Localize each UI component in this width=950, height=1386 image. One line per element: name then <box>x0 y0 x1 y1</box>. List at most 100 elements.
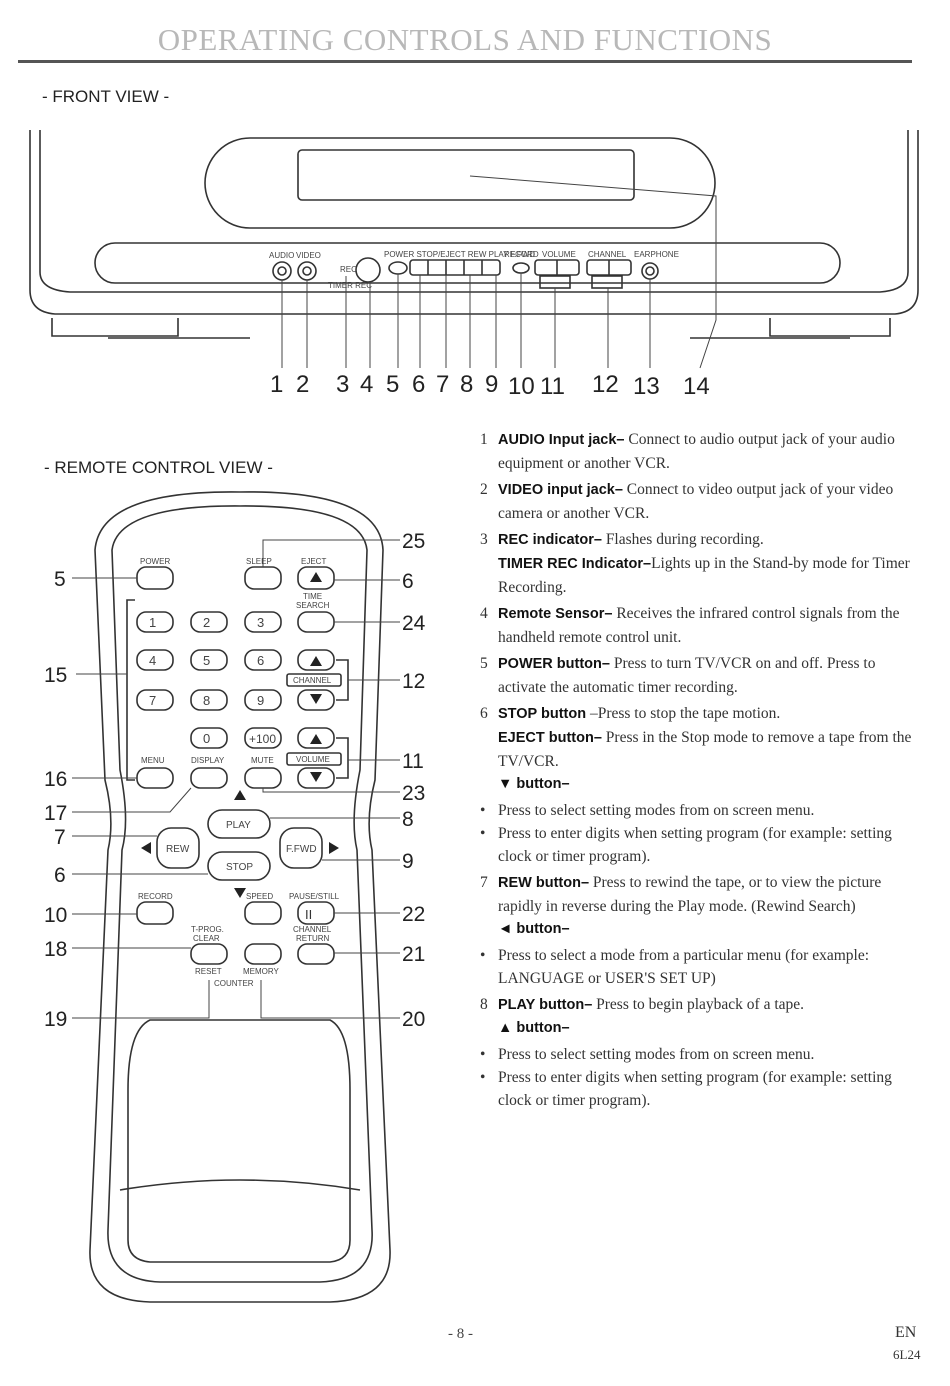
remote-stop-label: STOP <box>226 862 253 873</box>
remote-search-label: SEARCH <box>296 601 330 610</box>
callout-16: 16 <box>44 768 67 791</box>
callout-15: 15 <box>44 664 67 687</box>
page-number: - 8 - <box>448 1326 473 1342</box>
front-number-13: 13 <box>633 373 660 400</box>
front-number-9: 9 <box>485 371 498 398</box>
front-number-6: 6 <box>412 371 425 398</box>
remote-sleep-label: SLEEP <box>246 557 272 566</box>
callout-22: 22 <box>402 903 425 926</box>
remote-display-label: DISPLAY <box>191 756 225 765</box>
callout-10: 10 <box>44 904 67 927</box>
left-button-heading: ◄ button– <box>498 921 570 937</box>
front-number-7: 7 <box>436 371 449 398</box>
callout-19: 19 <box>44 1008 67 1031</box>
remote-ffwd-label: F.FWD <box>286 844 317 855</box>
remote-record-label: RECORD <box>138 892 173 901</box>
front-audio-label: AUDIO <box>269 251 294 260</box>
up-bullet-2: Press to enter digits when setting progr… <box>480 1066 920 1112</box>
remote-clear-label: CLEAR <box>193 934 220 943</box>
callout-9: 9 <box>402 850 414 873</box>
callout-11: 11 <box>402 750 424 773</box>
remote-digit-6: 6 <box>257 653 264 668</box>
front-view-heading: - FRONT VIEW - <box>42 87 170 106</box>
remote-rew-label: REW <box>166 844 190 855</box>
model-code: 6L24 <box>893 1347 921 1362</box>
remote-power-label: POWER <box>140 557 170 566</box>
remote-digit-2: 2 <box>203 615 210 630</box>
callout-17: 17 <box>44 802 67 825</box>
down-button-heading: ▼ button– <box>498 776 570 792</box>
callout-12: 12 <box>402 670 425 693</box>
front-volume-label: VOLUME <box>542 250 576 259</box>
remote-menu-label: MENU <box>141 756 165 765</box>
callout-5: 5 <box>54 568 66 591</box>
callout-6-left: 6 <box>54 864 66 887</box>
front-number-11: 11 <box>540 373 565 400</box>
remote-digit-5: 5 <box>203 653 210 668</box>
remote-time-label: TIME <box>303 592 322 601</box>
down-bullet-2: Press to enter digits when setting progr… <box>480 822 920 868</box>
up-button-heading: ▲ button– <box>498 1020 570 1036</box>
callout-18: 18 <box>44 938 67 961</box>
front-number-8: 8 <box>460 371 473 398</box>
remote-memory-label: MEMORY <box>243 967 280 976</box>
callout-21: 21 <box>402 943 425 966</box>
title-rule <box>18 60 912 63</box>
page-title: OPERATING CONTROLS AND FUNCTIONS <box>157 22 773 57</box>
front-rec-label: REC <box>340 265 357 274</box>
front-record-label: RECORD <box>504 250 539 259</box>
remote-channel-label: CHANNEL <box>293 676 332 685</box>
remote-pause-still-label: PAUSE/STILL <box>289 892 340 901</box>
callout-20: 20 <box>402 1008 425 1031</box>
remote-mute-label: MUTE <box>251 756 274 765</box>
remote-digit-0: 0 <box>203 731 210 746</box>
callout-8: 8 <box>402 808 414 831</box>
callout-25: 25 <box>402 530 425 553</box>
front-number-3: 3 <box>336 371 349 398</box>
remote-digit-4: 4 <box>149 653 156 668</box>
remote-digit-3: 3 <box>257 615 264 630</box>
front-video-label: VIDEO <box>296 251 321 260</box>
remote-digit-8: 8 <box>203 693 210 708</box>
front-number-1: 1 <box>270 371 283 398</box>
front-panel-button-labels: POWER STOP/EJECT REW PLAY F.FWD <box>384 250 535 259</box>
front-earphone-label: EARPHONE <box>634 250 679 259</box>
front-number-14: 14 <box>683 373 710 400</box>
up-bullet-1: Press to select setting modes from on sc… <box>480 1043 920 1066</box>
remote-reset-label: RESET <box>195 967 222 976</box>
callout-24: 24 <box>402 612 426 635</box>
front-view-diagram: AUDIO VIDEO REC TIMER REC POWER STOP/EJE… <box>29 130 919 400</box>
callout-23: 23 <box>402 782 425 805</box>
callout-6-right: 6 <box>402 570 414 593</box>
remote-channel-return-label-1: CHANNEL <box>293 925 332 934</box>
remote-volume-label: VOLUME <box>296 755 330 764</box>
remote-speed-label: SPEED <box>246 892 273 901</box>
remote-digit-9: 9 <box>257 693 264 708</box>
front-timer-rec-label: TIMER REC <box>328 281 372 290</box>
front-number-10: 10 <box>508 373 535 400</box>
remote-digit-7: 7 <box>149 693 156 708</box>
front-number-5: 5 <box>386 371 399 398</box>
remote-digit-1: 1 <box>149 615 156 630</box>
front-number-4: 4 <box>360 371 373 398</box>
remote-counter-label: COUNTER <box>214 979 254 988</box>
remote-channel-return-label-2: RETURN <box>296 934 330 943</box>
front-channel-label: CHANNEL <box>588 250 627 259</box>
remote-view-heading: - REMOTE CONTROL VIEW - <box>44 458 273 477</box>
remote-play-label: PLAY <box>226 820 251 831</box>
remote-plus100-label: +100 <box>249 732 276 746</box>
down-bullet-1: Press to select setting modes from on sc… <box>480 799 920 822</box>
front-number-2: 2 <box>296 371 309 398</box>
language-code: EN <box>895 1324 917 1341</box>
callout-7: 7 <box>54 826 66 849</box>
left-bullet-1: Press to select a mode from a particular… <box>480 944 920 990</box>
remote-control-diagram: POWER SLEEP EJECT TIME SEARCH 1 2 3 4 5 … <box>44 491 426 1303</box>
remote-eject-label: EJECT <box>301 557 326 566</box>
